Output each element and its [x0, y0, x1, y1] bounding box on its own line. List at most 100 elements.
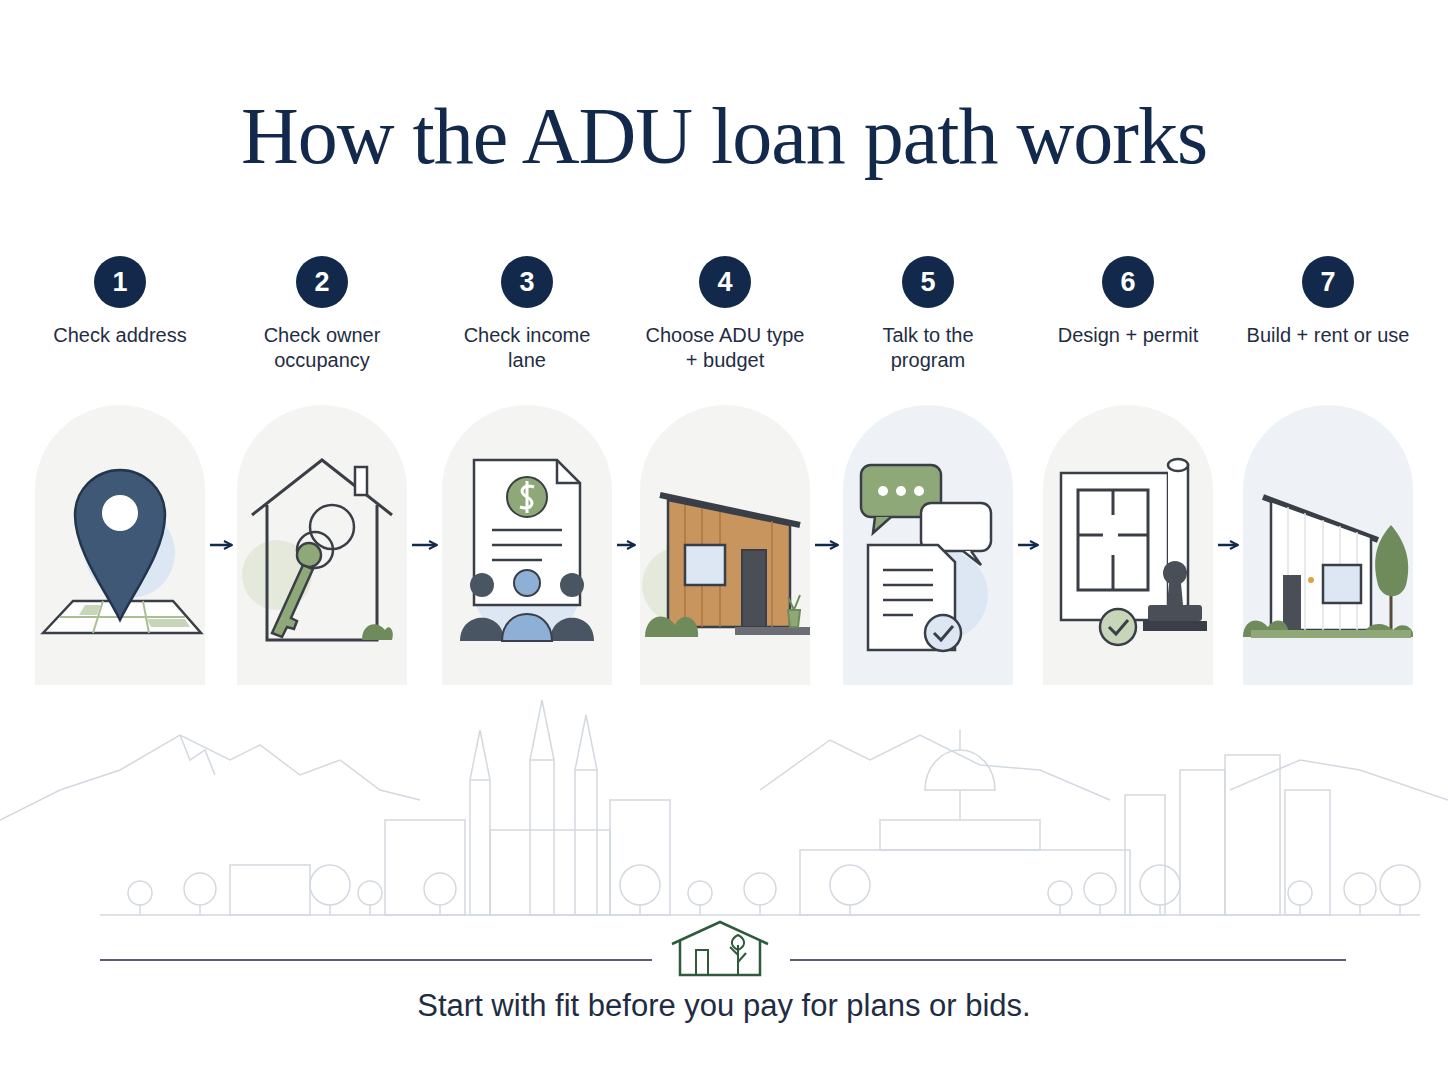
drawing-path — [963, 551, 981, 565]
step-illustration — [237, 405, 407, 685]
drawing-circle — [878, 486, 888, 496]
drawing-ellipse — [1168, 459, 1188, 471]
drawing-path — [1078, 490, 1148, 590]
drawing-rect — [685, 545, 725, 585]
step-label: Choose ADU type + budget — [640, 323, 810, 373]
tree — [424, 873, 456, 915]
caption: Start with fit before you pay for plans … — [0, 988, 1448, 1024]
drawing-path — [272, 565, 313, 637]
drawing-path — [668, 500, 790, 627]
building — [610, 800, 670, 915]
step-arrow — [412, 544, 437, 547]
building — [385, 820, 465, 915]
arch-panel — [442, 405, 612, 685]
step-number: 4 — [699, 256, 751, 308]
drawing-circle — [1288, 881, 1312, 905]
drawing-line — [699, 905, 701, 915]
drawing-rect — [735, 627, 810, 635]
step-arrow — [815, 544, 838, 547]
step-number: 7 — [1302, 256, 1354, 308]
tree — [128, 881, 152, 915]
drawing-path — [1168, 465, 1188, 620]
drawing-circle — [896, 486, 906, 496]
drawing-circle — [424, 873, 456, 905]
drawing-circle — [1380, 865, 1420, 905]
drawing-circle — [184, 873, 216, 905]
divider-line — [790, 959, 1346, 961]
drawing-line — [329, 905, 331, 915]
drawing-path — [460, 618, 504, 641]
drawing-circle — [620, 865, 660, 905]
step-label: Check income lane — [442, 323, 612, 373]
tree — [1380, 865, 1420, 915]
step-card: 1Check address — [35, 255, 205, 685]
step-number: 6 — [1102, 256, 1154, 308]
step-icon — [861, 465, 991, 651]
temple-tower — [530, 760, 554, 915]
drawing-line — [139, 905, 141, 915]
drawing-rect — [355, 467, 367, 495]
tree — [620, 865, 660, 915]
building — [1285, 790, 1330, 915]
drawing-line — [1399, 905, 1401, 915]
house-icon — [672, 922, 768, 975]
step-illustration — [1243, 405, 1413, 685]
drawing-line — [1099, 905, 1101, 915]
step-card: 4Choose ADU type + budget — [640, 255, 810, 685]
step-card: 3Check income lane — [442, 255, 612, 685]
step-arrow — [210, 544, 232, 547]
step-icon — [1243, 497, 1413, 638]
drawing-line — [439, 905, 441, 915]
drawing-circle — [297, 532, 333, 568]
step-illustration — [1043, 405, 1213, 685]
tree — [310, 865, 350, 915]
step-illustration — [843, 405, 1013, 685]
drawing-path — [75, 470, 165, 620]
drawing-rect — [742, 550, 766, 627]
drawing-path — [557, 460, 580, 483]
drawing-rect — [1323, 565, 1361, 603]
drawing-path — [1243, 620, 1413, 637]
drawing-circle — [1100, 609, 1136, 645]
arch-panel — [640, 405, 810, 685]
step-number: 2 — [296, 256, 348, 308]
step-icon — [1061, 459, 1207, 645]
step-card: 6Design + permit — [1043, 255, 1213, 685]
drawing-path — [492, 530, 562, 560]
tree — [184, 873, 216, 915]
drawing-path — [685, 505, 772, 627]
mountain — [1230, 760, 1448, 800]
step-icon — [460, 460, 594, 641]
capitol-dome — [925, 730, 995, 820]
temple-spire — [530, 700, 554, 760]
step-arrow — [617, 544, 635, 547]
arch-panel — [35, 405, 205, 685]
arch-panel — [843, 405, 1013, 685]
drawing-line — [369, 905, 371, 915]
temple-tower — [470, 780, 490, 915]
building — [230, 865, 310, 915]
house-door — [696, 950, 708, 975]
tree — [1344, 873, 1376, 915]
house-plant — [730, 935, 746, 975]
drawing-path — [883, 570, 933, 615]
drawing-circle — [102, 495, 138, 531]
step-label: Check address — [35, 323, 205, 348]
drawing-path — [520, 481, 534, 513]
drawing-circle — [1048, 881, 1072, 905]
arch-panel — [1043, 405, 1213, 685]
tree — [830, 865, 870, 915]
drawing-path — [1167, 583, 1183, 605]
drawing-circle — [744, 873, 776, 905]
skyline-lines — [0, 700, 1448, 915]
tree — [688, 881, 712, 915]
caption-divider — [100, 922, 1346, 975]
mountain — [0, 735, 420, 820]
drawing-rect — [1251, 630, 1411, 638]
drawing-path — [1375, 525, 1408, 596]
step-label: Talk to the program — [843, 323, 1013, 373]
drawing-circle — [1084, 873, 1116, 905]
building — [1225, 755, 1280, 915]
step-number: 5 — [902, 256, 954, 308]
step-arrow — [1018, 544, 1038, 547]
